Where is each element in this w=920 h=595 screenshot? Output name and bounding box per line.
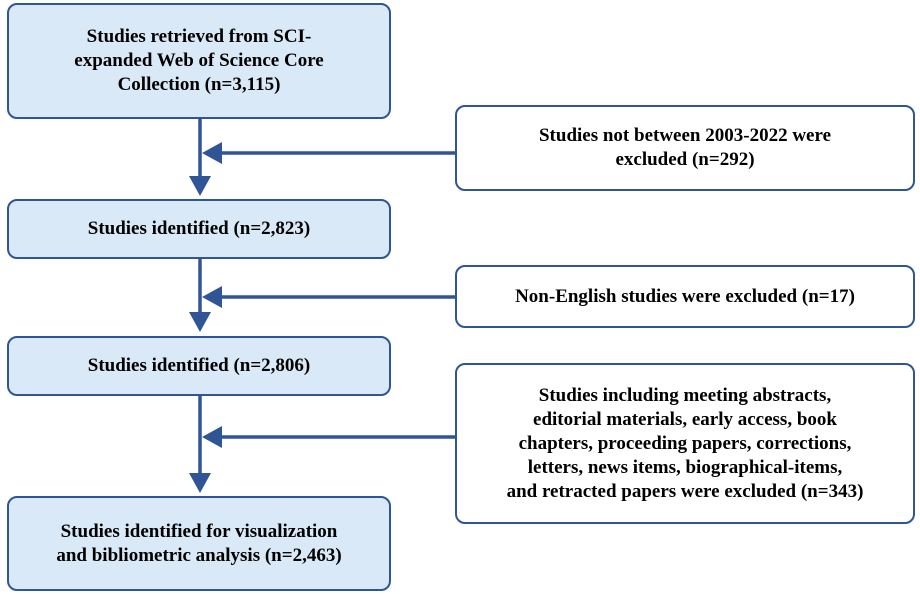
arrowhead-excl-years [202, 142, 222, 164]
box-excl-types: Studies including meeting abstracts, edi… [455, 363, 915, 524]
box-excl-language: Non-English studies were excluded (n=17) [455, 265, 915, 328]
box-final: Studies identified for visualization and… [7, 496, 391, 591]
arrowhead-2 [189, 312, 211, 332]
box-identified-1-text: Studies identified (n=2,823) [87, 218, 311, 239]
box-retrieved-text: Studies retrieved from SCI- expanded Web… [74, 26, 324, 95]
arrowhead-excl-types [202, 426, 222, 448]
box-excl-years: Studies not between 2003-2022 were exclu… [455, 105, 915, 191]
box-retrieved: Studies retrieved from SCI- expanded Web… [7, 3, 391, 119]
arrowhead-1 [189, 176, 211, 196]
arrowhead-3 [189, 473, 211, 493]
box-excl-years-text: Studies not between 2003-2022 were exclu… [538, 125, 831, 170]
box-identified-2-text: Studies identified (n=2,806) [87, 355, 311, 376]
arrowhead-excl-language [202, 286, 222, 308]
box-identified-1: Studies identified (n=2,823) [7, 199, 391, 259]
box-final-text: Studies identified for visualization and… [56, 520, 342, 566]
box-excl-language-text: Non-English studies were excluded (n=17) [515, 285, 855, 307]
box-excl-types-text: Studies including meeting abstracts, edi… [506, 384, 864, 502]
box-identified-2: Studies identified (n=2,806) [7, 336, 391, 396]
